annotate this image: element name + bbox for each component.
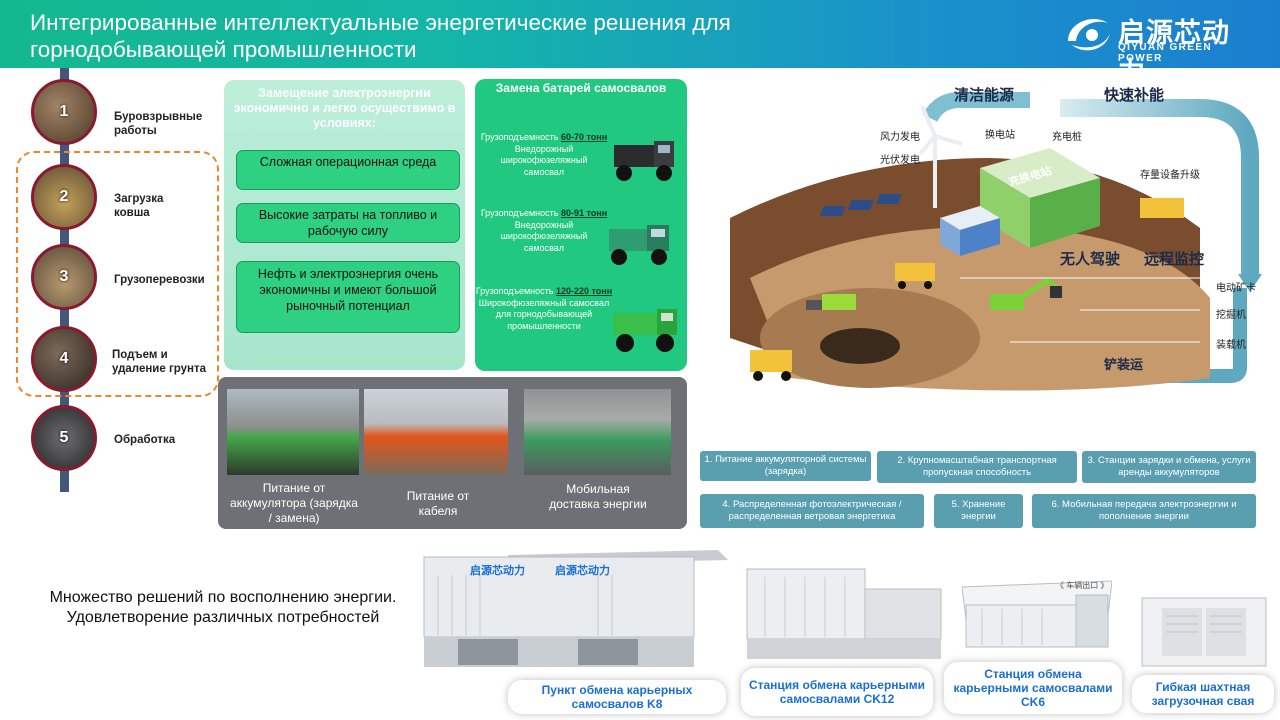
truck-3-desc: Широкофюзеляжный самосвал для горнодобыв… xyxy=(478,297,610,331)
step-2-number: 2 xyxy=(59,188,69,205)
step-2-label: Загрузка ковша xyxy=(114,193,164,219)
truck-1-desc: Внедорожный широкофюзеляжный самосвал xyxy=(500,143,588,177)
logo-chinese: 启源芯动力 xyxy=(1118,18,1230,87)
swap-title: Замена батарей самосвалов xyxy=(495,81,667,95)
product-caption-ck12: Станция обмена карьерными самосвалами CK… xyxy=(741,668,933,716)
mobile-energy-photo xyxy=(524,389,671,475)
label-remote: 远程监控 xyxy=(1144,251,1205,268)
k8-station-image xyxy=(423,550,728,667)
photo-caption-mobile: Мобильная доставка энергии xyxy=(549,482,647,511)
page-title: Интегрированные интеллектуальные энергет… xyxy=(30,10,731,62)
step-1-label: Буровзрывные работы xyxy=(114,111,203,137)
highlighted-steps-frame xyxy=(16,151,219,397)
label-mine-truck: 电动矿卡 xyxy=(1216,283,1256,294)
step-4-number: 4 xyxy=(59,350,69,367)
truck-2-desc: Внедорожный широкофюзеляжный самосвал xyxy=(500,219,588,253)
feature-2: 2. Крупномасштабная транспортная пропуск… xyxy=(877,451,1077,483)
step-5-image: 5 xyxy=(31,405,97,471)
feature-6: 6. Мобильная передача электроэнергии и п… xyxy=(1032,494,1256,528)
truck-3-capacity: 120-220 тонн xyxy=(555,286,613,296)
reason-item: Сложная операционная среда xyxy=(236,150,460,190)
step-1-number: 1 xyxy=(59,103,69,120)
truck-2-capacity-label: Грузоподъемность xyxy=(480,208,559,218)
step-4-label: Подъем и удаление грунта xyxy=(112,349,206,375)
truck-3-capacity-label: Грузоподъемность xyxy=(475,286,554,296)
product-caption-k8: Пункт обмена карьерных самосвалов K8 xyxy=(508,680,726,714)
solutions-summary: Множество решений по восполнению энергии… xyxy=(49,589,397,626)
photo-caption-cable: Питание от кабеля xyxy=(406,489,470,518)
label-wind: 风力发电 xyxy=(880,132,920,143)
truck-3-icon xyxy=(613,309,677,352)
feature-4: 4. Распределенная фотоэлектрическая / ра… xyxy=(700,494,924,528)
step-2-image: 2 xyxy=(31,164,97,230)
loading-pile-image xyxy=(1141,597,1267,667)
truck-2-capacity: 80-91 тонн xyxy=(560,208,608,218)
ck6-exit-sign: 《 车辆出口 》 xyxy=(1056,581,1109,590)
label-solar: 光伏发电 xyxy=(880,155,920,166)
product-caption-ck6: Станция обмена карьерными самосвалами CK… xyxy=(944,662,1122,714)
cable-excavator-photo xyxy=(364,389,508,475)
step-3-number: 3 xyxy=(59,268,69,285)
photo-caption-battery: Питание от аккумулятора (зарядка / замен… xyxy=(230,481,358,525)
feature-1: 1. Питание аккумуляторной системы (заряд… xyxy=(700,451,871,481)
label-shovel: 铲装运 xyxy=(1104,357,1144,372)
reason-item: Нефть и электроэнергия очень экономичны … xyxy=(236,261,460,333)
step-4-image: 4 xyxy=(31,326,97,392)
step-3-image: 3 xyxy=(31,244,97,310)
label-fast-charge: 快速补能 xyxy=(1104,87,1165,104)
truck-1-capacity: 60-70 тонн xyxy=(560,132,608,142)
truck-2-text: Грузоподъемность 80-91 тонн Внедорожный … xyxy=(480,208,608,254)
label-unmanned: 无人驾驶 xyxy=(1060,251,1121,268)
label-loader: 装载机 xyxy=(1216,340,1246,351)
product-caption-loading-pile: Гибкая шахтная загрузочная свая xyxy=(1132,675,1274,713)
feature-3: 3. Станции зарядки и обмена, услуги арен… xyxy=(1082,451,1256,483)
step-1-image: 1 xyxy=(31,79,97,145)
ck6-station-image xyxy=(962,580,1112,648)
battery-truck-photo xyxy=(227,389,359,475)
step-5-label: Обработка xyxy=(114,434,176,446)
mine-energy-diagram: 清洁能源 快速补能 风力发电 光伏发电 换电站 充电桩 存量设备升级 充换电站 … xyxy=(730,78,1266,408)
company-logo: 启源芯动力 QIYUAN GREEN POWER xyxy=(1062,9,1252,87)
k8-brand-mark-2: 启源芯动力 xyxy=(555,565,610,577)
truck-2-icon xyxy=(609,225,669,265)
k8-brand-mark: 启源芯动力 xyxy=(470,565,525,577)
truck-1-text: Грузоподъемность 60-70 тонн Внедорожный … xyxy=(480,132,608,178)
reasons-panel: Замещение электроэнергии экономично и ле… xyxy=(224,80,465,370)
label-charge-pile: 充电桩 xyxy=(1052,132,1082,143)
reason-item: Высокие затраты на топливо и рабочую сил… xyxy=(236,203,460,243)
label-swap-station: 换电站 xyxy=(985,130,1015,141)
step-3-label: Грузоперевозки xyxy=(114,274,205,286)
power-supply-photos-panel: Питание от аккумулятора (зарядка / замен… xyxy=(218,377,687,529)
logo-english: QIYUAN GREEN POWER xyxy=(1118,42,1213,64)
label-excavator: 挖掘机 xyxy=(1216,310,1246,321)
feature-5: 5. Хранение энергии xyxy=(934,494,1023,528)
mine-diagram-graphic xyxy=(730,91,1262,391)
truck-3-text: Грузоподъемность 120-220 тонн Широкофюзе… xyxy=(475,286,613,332)
ck12-station-image xyxy=(746,568,942,659)
battery-swap-panel: Замена батарей самосвалов Грузоподъемнос… xyxy=(475,79,687,371)
logo-swirl-icon xyxy=(1068,19,1110,51)
label-upgrade: 存量设备升级 xyxy=(1140,170,1200,181)
truck-1-icon xyxy=(614,141,674,181)
truck-1-capacity-label: Грузоподъемность xyxy=(480,132,559,142)
label-clean-energy: 清洁能源 xyxy=(954,87,1015,104)
header-banner: Интегрированные интеллектуальные энергет… xyxy=(0,0,1280,87)
step-5-number: 5 xyxy=(59,429,69,446)
reasons-title: Замещение электроэнергии экономично и ле… xyxy=(233,86,456,130)
